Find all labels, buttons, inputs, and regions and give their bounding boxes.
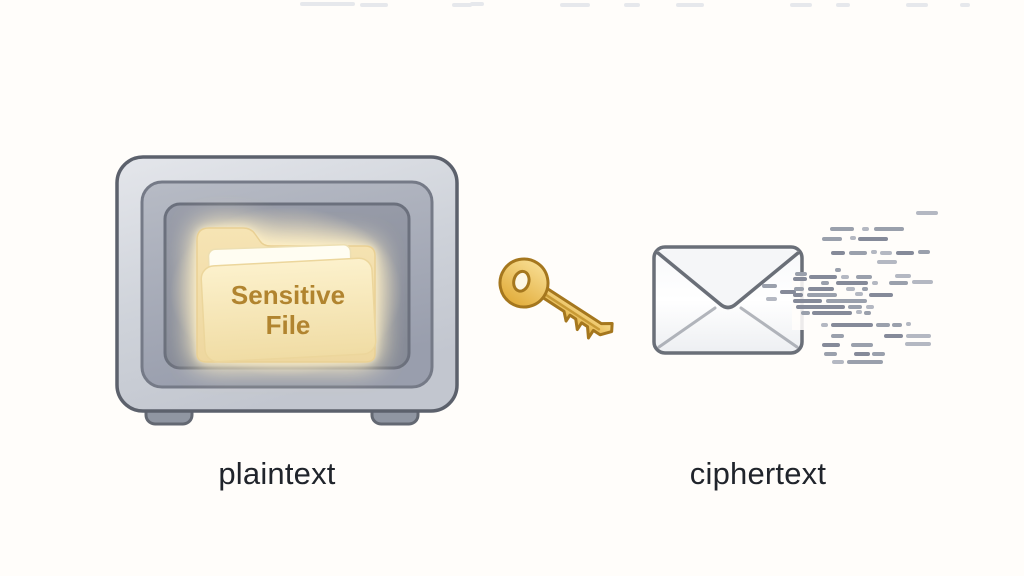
ciphertext-bit: [916, 211, 938, 215]
ciphertext-bit: [892, 323, 902, 327]
ciphertext-bit: [905, 342, 931, 346]
ciphertext-bit: [877, 260, 897, 264]
ciphertext-bit: [793, 277, 807, 281]
ciphertext-bit: [807, 293, 837, 297]
ciphertext-bit: [822, 343, 840, 347]
envelope-flap-fill: [657, 249, 799, 311]
envelope-fold-left: [657, 306, 717, 349]
ciphertext-bit: [872, 281, 878, 285]
ciphertext-bit: [360, 3, 388, 7]
ciphertext-bit: [858, 237, 888, 241]
ciphertext-bit: [841, 275, 849, 279]
ciphertext-bit: [872, 352, 885, 356]
ciphertext-label: ciphertext: [689, 456, 827, 491]
ciphertext-bit: [831, 251, 845, 255]
ciphertext-bit: [793, 293, 803, 297]
ciphertext-bit: [850, 236, 856, 240]
ciphertext-bit: [848, 305, 862, 309]
ciphertext-bit: [808, 287, 834, 291]
key-hole: [512, 269, 531, 293]
ciphertext-bit: [862, 227, 869, 231]
ciphertext-bit: [470, 2, 484, 6]
ciphertext-bit: [912, 280, 933, 284]
envelope-flap-line: [656, 251, 800, 310]
ciphertext-bit: [821, 281, 829, 285]
ciphertext-bit: [871, 250, 877, 254]
key-groove: [540, 290, 601, 331]
ciphertext-bit: [560, 3, 590, 7]
ciphertext-bit: [836, 281, 868, 285]
ciphertext-bit: [874, 227, 904, 231]
folder-label-line2: File: [266, 310, 311, 340]
ciphertext-bit: [856, 275, 872, 279]
ciphertext-bit: [794, 287, 804, 291]
ciphertext-bit: [918, 250, 930, 254]
ciphertext-bit: [876, 323, 890, 327]
envelope-fold-right: [739, 306, 799, 349]
ciphertext-bits: [300, 2, 970, 364]
ciphertext-bit: [801, 311, 810, 315]
ciphertext-bit: [884, 334, 903, 338]
ciphertext-bit: [846, 287, 855, 291]
ciphertext-bit: [832, 360, 844, 364]
ciphertext-bit: [855, 292, 863, 296]
ciphertext-bit: [849, 251, 867, 255]
ciphertext-bit: [812, 311, 852, 315]
folder-label-line1: Sensitive: [231, 280, 345, 310]
safe-icon: Sensitive File: [115, 155, 459, 426]
ciphertext-bit: [824, 352, 837, 356]
plaintext-label: plaintext: [218, 456, 336, 491]
key-icon: [498, 257, 614, 340]
ciphertext-bit: [780, 290, 796, 294]
ciphertext-bit: [676, 3, 704, 7]
ciphertext-bit: [822, 237, 842, 241]
ciphertext-bit: [809, 275, 837, 279]
ciphertext-bit: [795, 272, 807, 276]
ciphertext-bit: [452, 3, 472, 7]
ciphertext-bit: [864, 311, 871, 315]
ciphertext-bit: [862, 287, 868, 291]
ciphertext-bit: [793, 299, 822, 303]
ciphertext-bit: [830, 227, 854, 231]
folder-front: [200, 257, 377, 363]
ciphertext-bit: [624, 3, 640, 7]
ciphertext-bit: [906, 3, 928, 7]
ciphertext-bit: [866, 305, 874, 309]
ciphertext-bit: [835, 268, 841, 272]
ciphertext-bit: [826, 299, 867, 303]
ciphertext-bit: [790, 3, 812, 7]
ciphertext-bit: [889, 281, 908, 285]
ciphertext-bit: [960, 3, 970, 7]
ciphertext-bit: [880, 251, 892, 255]
ciphertext-bit: [836, 3, 850, 7]
ciphertext-bit: [869, 293, 893, 297]
ciphertext-bit: [821, 323, 828, 327]
ciphertext-bit: [906, 322, 911, 326]
ciphertext-bit: [766, 297, 777, 301]
envelope-icon: [652, 245, 807, 355]
ciphertext-bit: [831, 323, 873, 327]
ciphertext-bit: [831, 334, 844, 338]
ciphertext-bit: [300, 2, 355, 6]
ciphertext-bit: [896, 251, 914, 255]
ciphertext-bit: [906, 334, 931, 338]
ciphertext-bit: [856, 310, 862, 314]
ciphertext-bit: [895, 274, 911, 278]
ciphertext-bit: [762, 284, 777, 288]
ciphertext-bit: [847, 360, 883, 364]
ciphertext-bit: [854, 352, 870, 356]
ciphertext-bit: [796, 305, 845, 309]
ciphertext-bit: [851, 343, 873, 347]
folder-icon: [196, 227, 377, 363]
